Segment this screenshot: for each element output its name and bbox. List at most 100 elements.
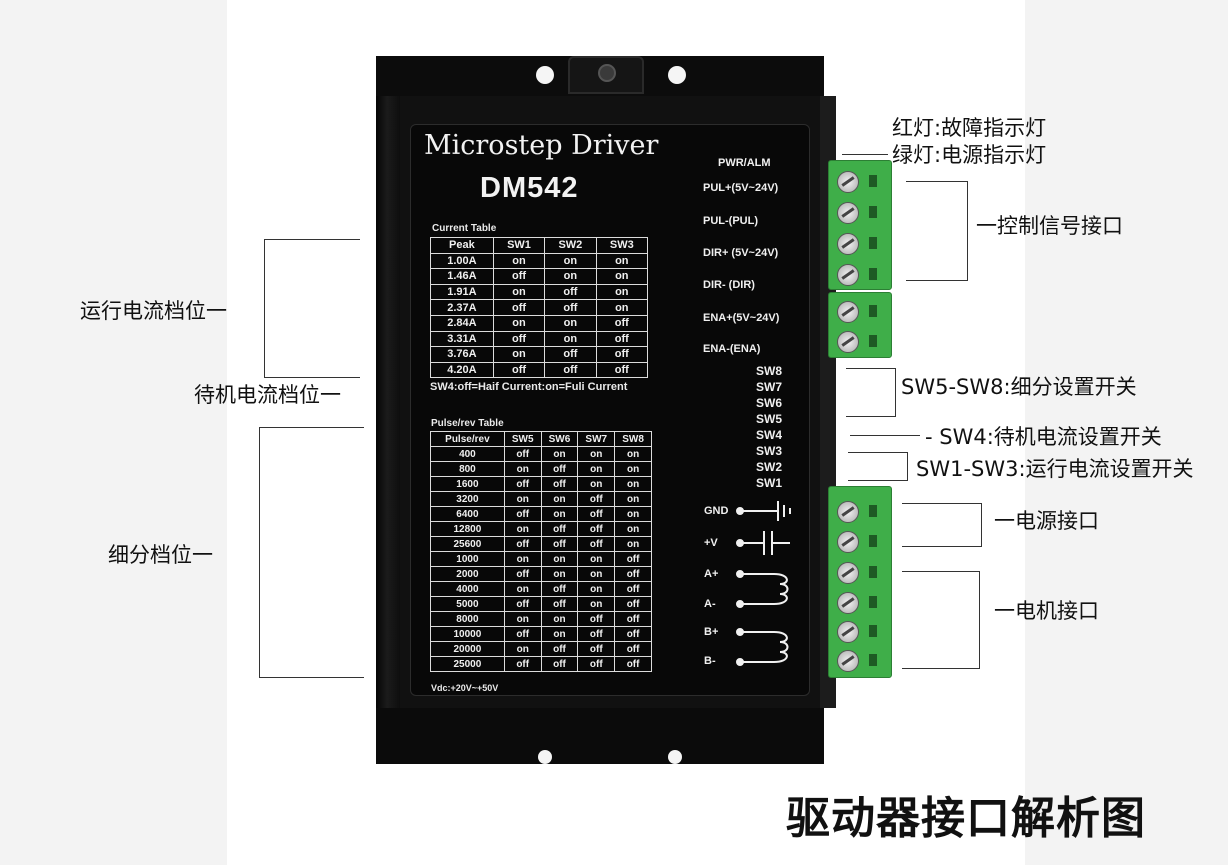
table-cell: off — [577, 641, 616, 657]
bracket-line — [264, 239, 360, 240]
green-light-annotation: 绿灯:电源指示灯 — [892, 143, 1047, 167]
table-header-cell: SW8 — [614, 431, 652, 447]
table-cell: off — [595, 330, 649, 348]
mount-hole — [668, 750, 682, 764]
page-title: 驱动器接口解析图 — [786, 793, 1146, 844]
enable-terminal-block — [828, 292, 892, 358]
table-cell: off — [503, 656, 542, 672]
table-cell: off — [595, 314, 649, 332]
table-cell: on — [492, 283, 546, 301]
table-cell: off — [492, 299, 546, 316]
sw4-note: SW4:off=Haif Current:on=Fuli Current — [430, 381, 628, 393]
motor-label: B+ — [704, 626, 719, 638]
bracket-line — [906, 181, 968, 182]
switch-label: SW7 — [756, 380, 783, 394]
pwr-alm-label: PWR/ALM — [718, 157, 771, 169]
table-cell: on — [503, 551, 542, 567]
table-cell: off — [544, 283, 597, 301]
table-cell: off — [614, 626, 652, 642]
table-header-cell: SW3 — [595, 237, 649, 254]
terminal-screw-icon — [837, 650, 859, 672]
control-terminal-block — [828, 160, 892, 290]
table-cell: off — [503, 626, 542, 642]
terminal-screw-icon — [837, 233, 859, 255]
leader-line — [850, 435, 920, 436]
table-cell: 12800 — [430, 521, 505, 537]
table-cell: off — [492, 361, 546, 379]
standby-current-annotation: 待机电流档位一 — [194, 383, 341, 407]
table-cell: 3200 — [430, 491, 505, 507]
bracket-bottom — [376, 708, 824, 764]
mounting-bracket — [376, 56, 404, 762]
table-cell: 25600 — [430, 536, 505, 552]
table-header-cell: SW7 — [577, 431, 616, 447]
switch-label: SW2 — [756, 460, 783, 474]
table-cell: off — [614, 551, 652, 567]
table-cell: off — [544, 346, 597, 363]
signal-label: DIR- (DIR) — [703, 279, 755, 291]
table-cell: on — [540, 566, 579, 582]
bracket-line — [259, 427, 260, 677]
current-table-title: Current Table — [432, 223, 497, 234]
table-cell: off — [577, 521, 616, 537]
table-cell: off — [503, 446, 542, 462]
table-cell: 1600 — [430, 476, 505, 492]
table-cell: off — [540, 461, 579, 477]
table-cell: 4000 — [430, 581, 505, 597]
vplus-label: +V — [704, 537, 718, 549]
table-cell: on — [577, 461, 616, 477]
table-cell: off — [544, 299, 597, 316]
table-cell: on — [614, 491, 652, 507]
table-cell: on — [614, 461, 652, 477]
signal-label: PUL+(5V~24V) — [703, 182, 779, 194]
table-cell: on — [503, 611, 542, 627]
bracket-line — [895, 368, 896, 416]
table-header-cell: SW1 — [492, 237, 546, 254]
bracket-line — [259, 427, 364, 428]
table-header-cell: Peak — [430, 237, 494, 254]
motor-label: B- — [704, 655, 716, 667]
table-header-cell: SW2 — [544, 237, 597, 254]
table-cell: 1.00A — [430, 252, 494, 270]
bracket-line — [981, 503, 982, 546]
table-cell: on — [503, 581, 542, 597]
table-cell: 20000 — [430, 641, 505, 657]
table-cell: on — [577, 581, 616, 597]
terminal-screw-icon — [837, 202, 859, 224]
screw-icon — [598, 64, 616, 82]
table-cell: 3.31A — [430, 330, 494, 348]
table-cell: on — [614, 506, 652, 522]
bracket-line — [979, 571, 980, 668]
brand-text: Microstep Driver — [424, 130, 659, 161]
signal-label: PUL-(PUL) — [703, 215, 758, 227]
table-cell: 3.76A — [430, 346, 494, 363]
table-cell: 1000 — [430, 551, 505, 567]
table-cell: on — [540, 446, 579, 462]
table-cell: on — [577, 566, 616, 582]
table-cell: off — [503, 536, 542, 552]
background-left — [0, 0, 227, 865]
switch-label: SW1 — [756, 476, 783, 490]
mount-hole — [538, 750, 552, 764]
sw5-8-annotation: SW5-SW8:细分设置开关 — [901, 375, 1137, 399]
table-cell: off — [595, 361, 649, 379]
top-tab — [568, 56, 644, 94]
table-cell: on — [614, 446, 652, 462]
table-cell: 400 — [430, 446, 505, 462]
table-cell: off — [614, 581, 652, 597]
background-right — [1025, 0, 1228, 865]
table-cell: on — [540, 506, 579, 522]
table-cell: off — [577, 626, 616, 642]
terminal-screw-icon — [837, 621, 859, 643]
table-cell: 6400 — [430, 506, 505, 522]
microstep-annotation: 细分档位一 — [108, 543, 213, 567]
